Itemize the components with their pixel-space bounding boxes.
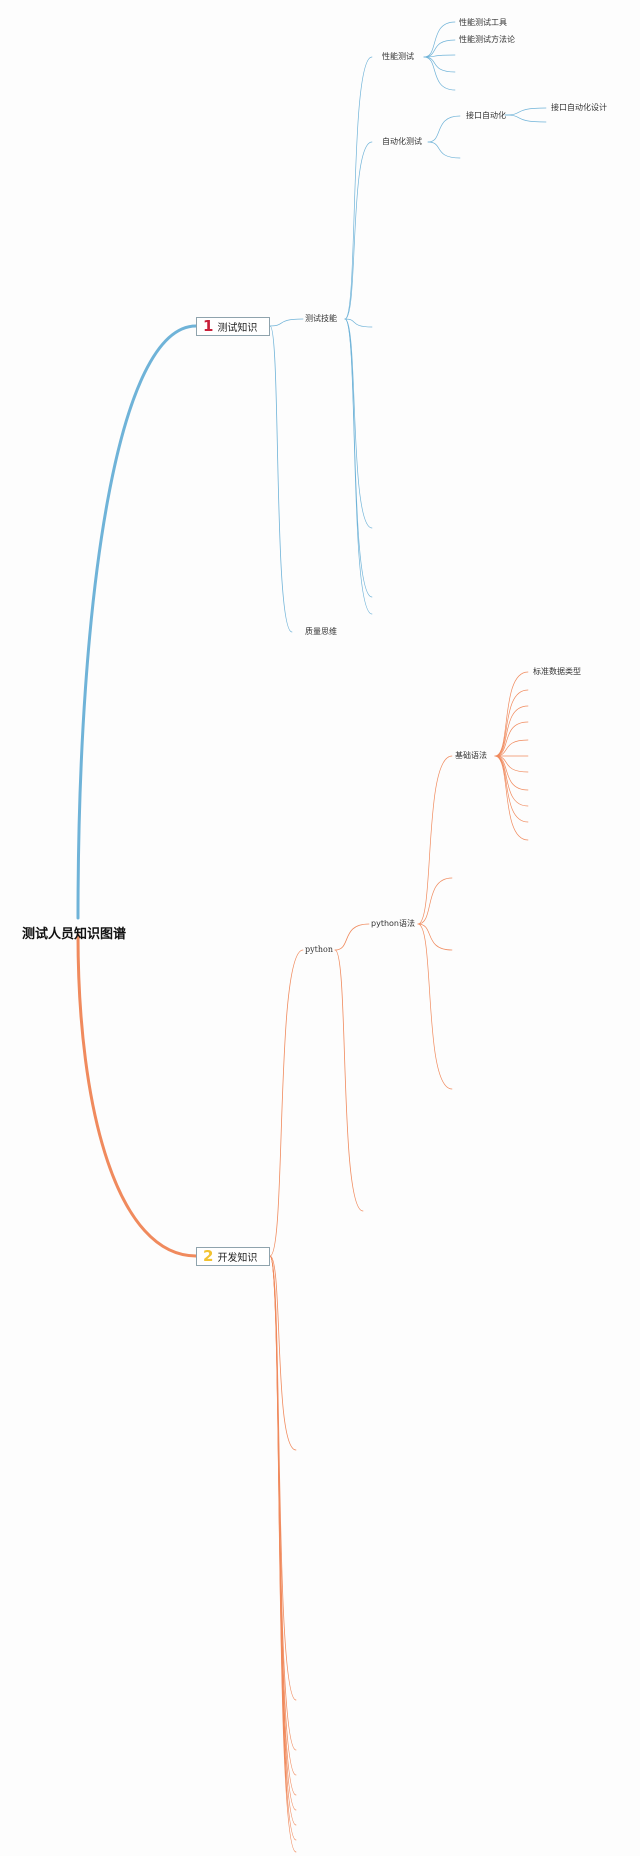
fan-basic-syntax-3	[494, 721, 529, 757]
branch-label-test-knowledge: 测试知识	[217, 323, 258, 334]
fan-basic-syntax-1	[494, 689, 529, 757]
node-quality-thinking[interactable]: 质量思维	[305, 627, 337, 636]
fan-test-skill-1	[344, 141, 373, 320]
fan-test-skill-2	[344, 318, 373, 328]
fan-dev-8	[269, 1255, 297, 1853]
fan-basic-syntax-10	[494, 755, 529, 841]
node-api-auto-design[interactable]: 接口自动化设计	[551, 103, 607, 112]
line-python-syntax	[334, 923, 370, 951]
branch-test-knowledge[interactable]: 1 测试知识	[196, 317, 270, 336]
fan-python-syntax-1	[417, 877, 453, 925]
fan-api-auto-1	[504, 114, 547, 123]
fan-basic-syntax-9	[494, 755, 529, 823]
fan-test-skill-4	[344, 318, 373, 598]
node-perf-tools[interactable]: 性能测试工具	[459, 18, 507, 27]
fan-auto-test-0	[427, 115, 461, 143]
fan-basic-syntax-4	[494, 739, 529, 757]
fan-basic-syntax-2	[494, 705, 529, 757]
fan-dev-0	[269, 1255, 297, 1451]
fan-perf-test-3	[423, 56, 456, 73]
node-perf-methods[interactable]: 性能测试方法论	[459, 35, 515, 44]
fan-api-auto-0	[504, 107, 547, 116]
fan-dev-7	[269, 1255, 297, 1841]
line-quality-thinking	[269, 325, 293, 633]
node-auto-test[interactable]: 自动化测试	[382, 137, 422, 146]
node-python-syntax[interactable]: python语法	[371, 919, 415, 928]
node-test-skill[interactable]: 测试技能	[305, 314, 337, 323]
root-topic[interactable]: 测试人员知识图谱	[22, 927, 127, 942]
fan-basic-syntax-8	[494, 755, 529, 807]
root-branch-dev-line	[76, 933, 198, 1258]
fan-python-syntax-2	[417, 923, 453, 951]
fan-test-skill-0	[344, 56, 373, 320]
node-python[interactable]: python	[305, 945, 333, 954]
fan-python-syntax-0	[417, 755, 453, 925]
line-python	[269, 949, 304, 1257]
root-branch-test-line	[76, 324, 198, 920]
branch-number-1: 1	[203, 317, 214, 335]
fan-perf-test-0	[423, 21, 456, 58]
node-std-data-types[interactable]: 标准数据类型	[533, 667, 581, 676]
fan-auto-test-1	[427, 141, 461, 159]
fan-test-skill-3	[344, 318, 373, 529]
fan-basic-syntax-7	[494, 755, 529, 791]
branch-number-2: 2	[203, 1247, 214, 1265]
branch-label-dev-knowledge: 开发知识	[217, 1253, 258, 1264]
fan-perf-test-4	[423, 56, 456, 91]
fan-dev-6	[269, 1255, 297, 1826]
fan-basic-syntax-0	[494, 671, 529, 757]
node-perf-test[interactable]: 性能测试	[382, 52, 414, 61]
fan-test-skill-5	[344, 318, 373, 615]
fan-perf-test-1	[423, 39, 456, 58]
line-test-skill	[269, 318, 304, 327]
line-python-extra	[334, 949, 364, 1212]
fan-python-syntax-3	[417, 923, 453, 1090]
node-basic-syntax[interactable]: 基础语法	[455, 751, 487, 760]
node-api-auto[interactable]: 接口自动化	[466, 111, 506, 120]
branch-dev-knowledge[interactable]: 2 开发知识	[196, 1247, 270, 1266]
